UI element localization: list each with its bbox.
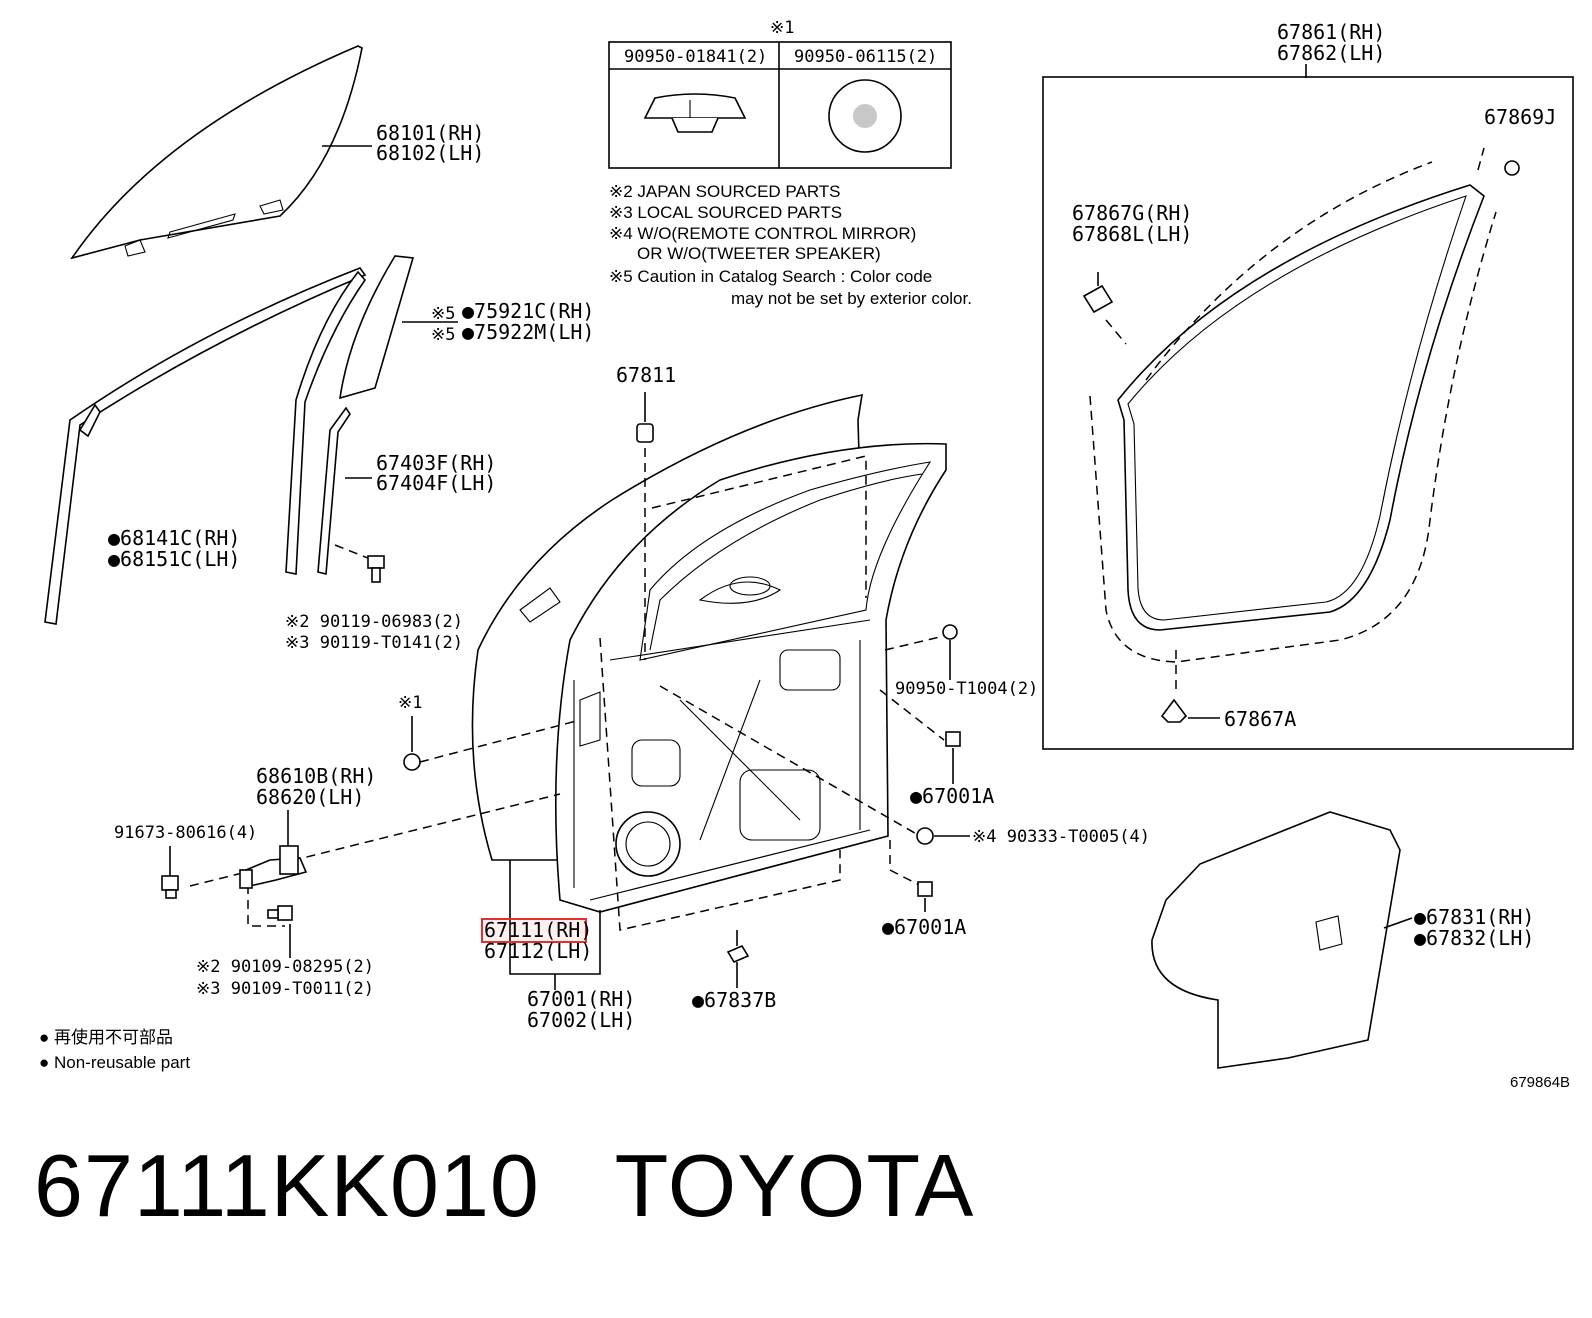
clip-67869j: [1504, 160, 1520, 176]
note-color-caution: ※5 Caution in Catalog Search : Color cod…: [609, 267, 932, 286]
label-67861: 67861(RH): [1277, 20, 1385, 44]
label-67867a: 67867A: [1224, 707, 1296, 731]
figure-code: 679864B: [1510, 1074, 1570, 1091]
door-weatherstrip: [1089, 147, 1497, 690]
clip-icon: [643, 93, 747, 133]
note-without-tweeter: OR W/O(TWEETER SPEAKER): [637, 244, 881, 263]
label-67001: 67001(RH): [527, 987, 635, 1011]
hole-plug-icon: [828, 79, 902, 153]
label-67112: 67112(LH): [484, 939, 592, 963]
highlight-67111: [481, 918, 587, 943]
legend-english: ● Non-reusable part: [39, 1053, 190, 1072]
label-67111: 67111(RH): [484, 918, 592, 942]
label-67002: 67002(LH): [527, 1008, 635, 1032]
note-without-mirror: ※4 W/O(REMOTE CONTROL MIRROR): [609, 224, 916, 243]
bolt-icon: [367, 555, 385, 583]
door-glass: [70, 45, 372, 260]
note-color-caution-2: may not be set by exterior color.: [731, 289, 972, 308]
mark1-left-label: ※1: [398, 693, 422, 713]
label-75921: ●75921C(RH): [462, 299, 594, 323]
weatherstrip-box: [1042, 76, 1574, 750]
label-90950-t1004: 90950-T1004(2): [895, 679, 1038, 699]
product-footer: 67111KK010 TOYOTA: [34, 1135, 974, 1237]
label-67869: 67869J: [1484, 105, 1556, 129]
label-90109-a: ※2 90109-08295(2): [196, 957, 374, 977]
label-90109-b: ※3 90109-T0011(2): [196, 979, 374, 999]
mark5-label-b: ※5: [431, 325, 455, 345]
label-68151: ●68151C(LH): [108, 547, 240, 571]
brand-name: TOYOTA: [614, 1136, 975, 1235]
label-67001a-lower: ●67001A: [882, 915, 966, 939]
label-67862: 67862(LH): [1277, 41, 1385, 65]
bolt-67001a-upper: [945, 731, 961, 784]
front-door-panel: [471, 393, 947, 913]
label-68102: 68102(LH): [376, 141, 484, 165]
rear-lower-frame: [317, 406, 385, 583]
clip-90950-t1004: [942, 624, 958, 680]
label-68141: ●68141C(RH): [108, 526, 240, 550]
legend-japanese: ● 再使用不可部品: [39, 1027, 173, 1047]
clip-left: [403, 716, 421, 771]
pillar-garnish: [339, 255, 415, 400]
label-90333: ※4 90333-T0005(4): [972, 827, 1150, 847]
label-67403: 67403F(RH): [376, 451, 496, 475]
label-68610: 68610B(RH): [256, 764, 376, 788]
label-67404: 67404F(LH): [376, 471, 496, 495]
label-90119-b: ※3 90119-T0141(2): [285, 633, 463, 653]
label-67867g: 67867G(RH): [1072, 201, 1192, 225]
door-hinge: [239, 845, 308, 921]
service-hole-cover: [1151, 811, 1413, 1069]
label-67831: ●67831(RH): [1414, 905, 1534, 929]
clip-part-b-label: 90950-06115(2): [794, 47, 937, 67]
label-91673: 91673-80616(4): [114, 823, 257, 843]
label-67837b: ●67837B: [692, 988, 776, 1012]
notes-block: ※2 JAPAN SOURCED PARTS ※3 LOCAL SOURCED …: [609, 182, 972, 308]
clip-67867g: [1082, 272, 1114, 314]
clip-67867a: [1160, 698, 1220, 723]
label-90119-a: ※2 90119-06983(2): [285, 612, 463, 632]
bolt-67001a-lower: [917, 881, 933, 912]
label-67811: 67811: [616, 363, 676, 387]
stopper-67811: [636, 392, 654, 443]
label-67868l: 67868L(LH): [1072, 222, 1192, 246]
part-number: 67111KK010: [34, 1136, 540, 1235]
label-75922: ●75922M(LH): [462, 320, 594, 344]
clip-part-a-label: 90950-01841(2): [624, 47, 767, 67]
glass-run-channel: [44, 267, 367, 625]
label-68101: 68101(RH): [376, 121, 484, 145]
label-68620: 68620(LH): [256, 785, 364, 809]
note-local-sourced: ※3 LOCAL SOURCED PARTS: [609, 203, 842, 222]
label-67832: ●67832(LH): [1414, 926, 1534, 950]
clip-reference-box: ※1 90950-01841(2) 90950-06115(2): [608, 18, 952, 169]
bolt-91673: [161, 875, 179, 899]
clip-67837b: [726, 930, 750, 988]
label-67001a-upper: ●67001A: [910, 784, 994, 808]
mark1-label: ※1: [770, 18, 794, 38]
note-japan-sourced: ※2 JAPAN SOURCED PARTS: [609, 182, 841, 201]
mark5-label-a: ※5: [431, 304, 455, 324]
division-bar: [285, 270, 367, 575]
hole-plug-90333: [916, 827, 970, 845]
